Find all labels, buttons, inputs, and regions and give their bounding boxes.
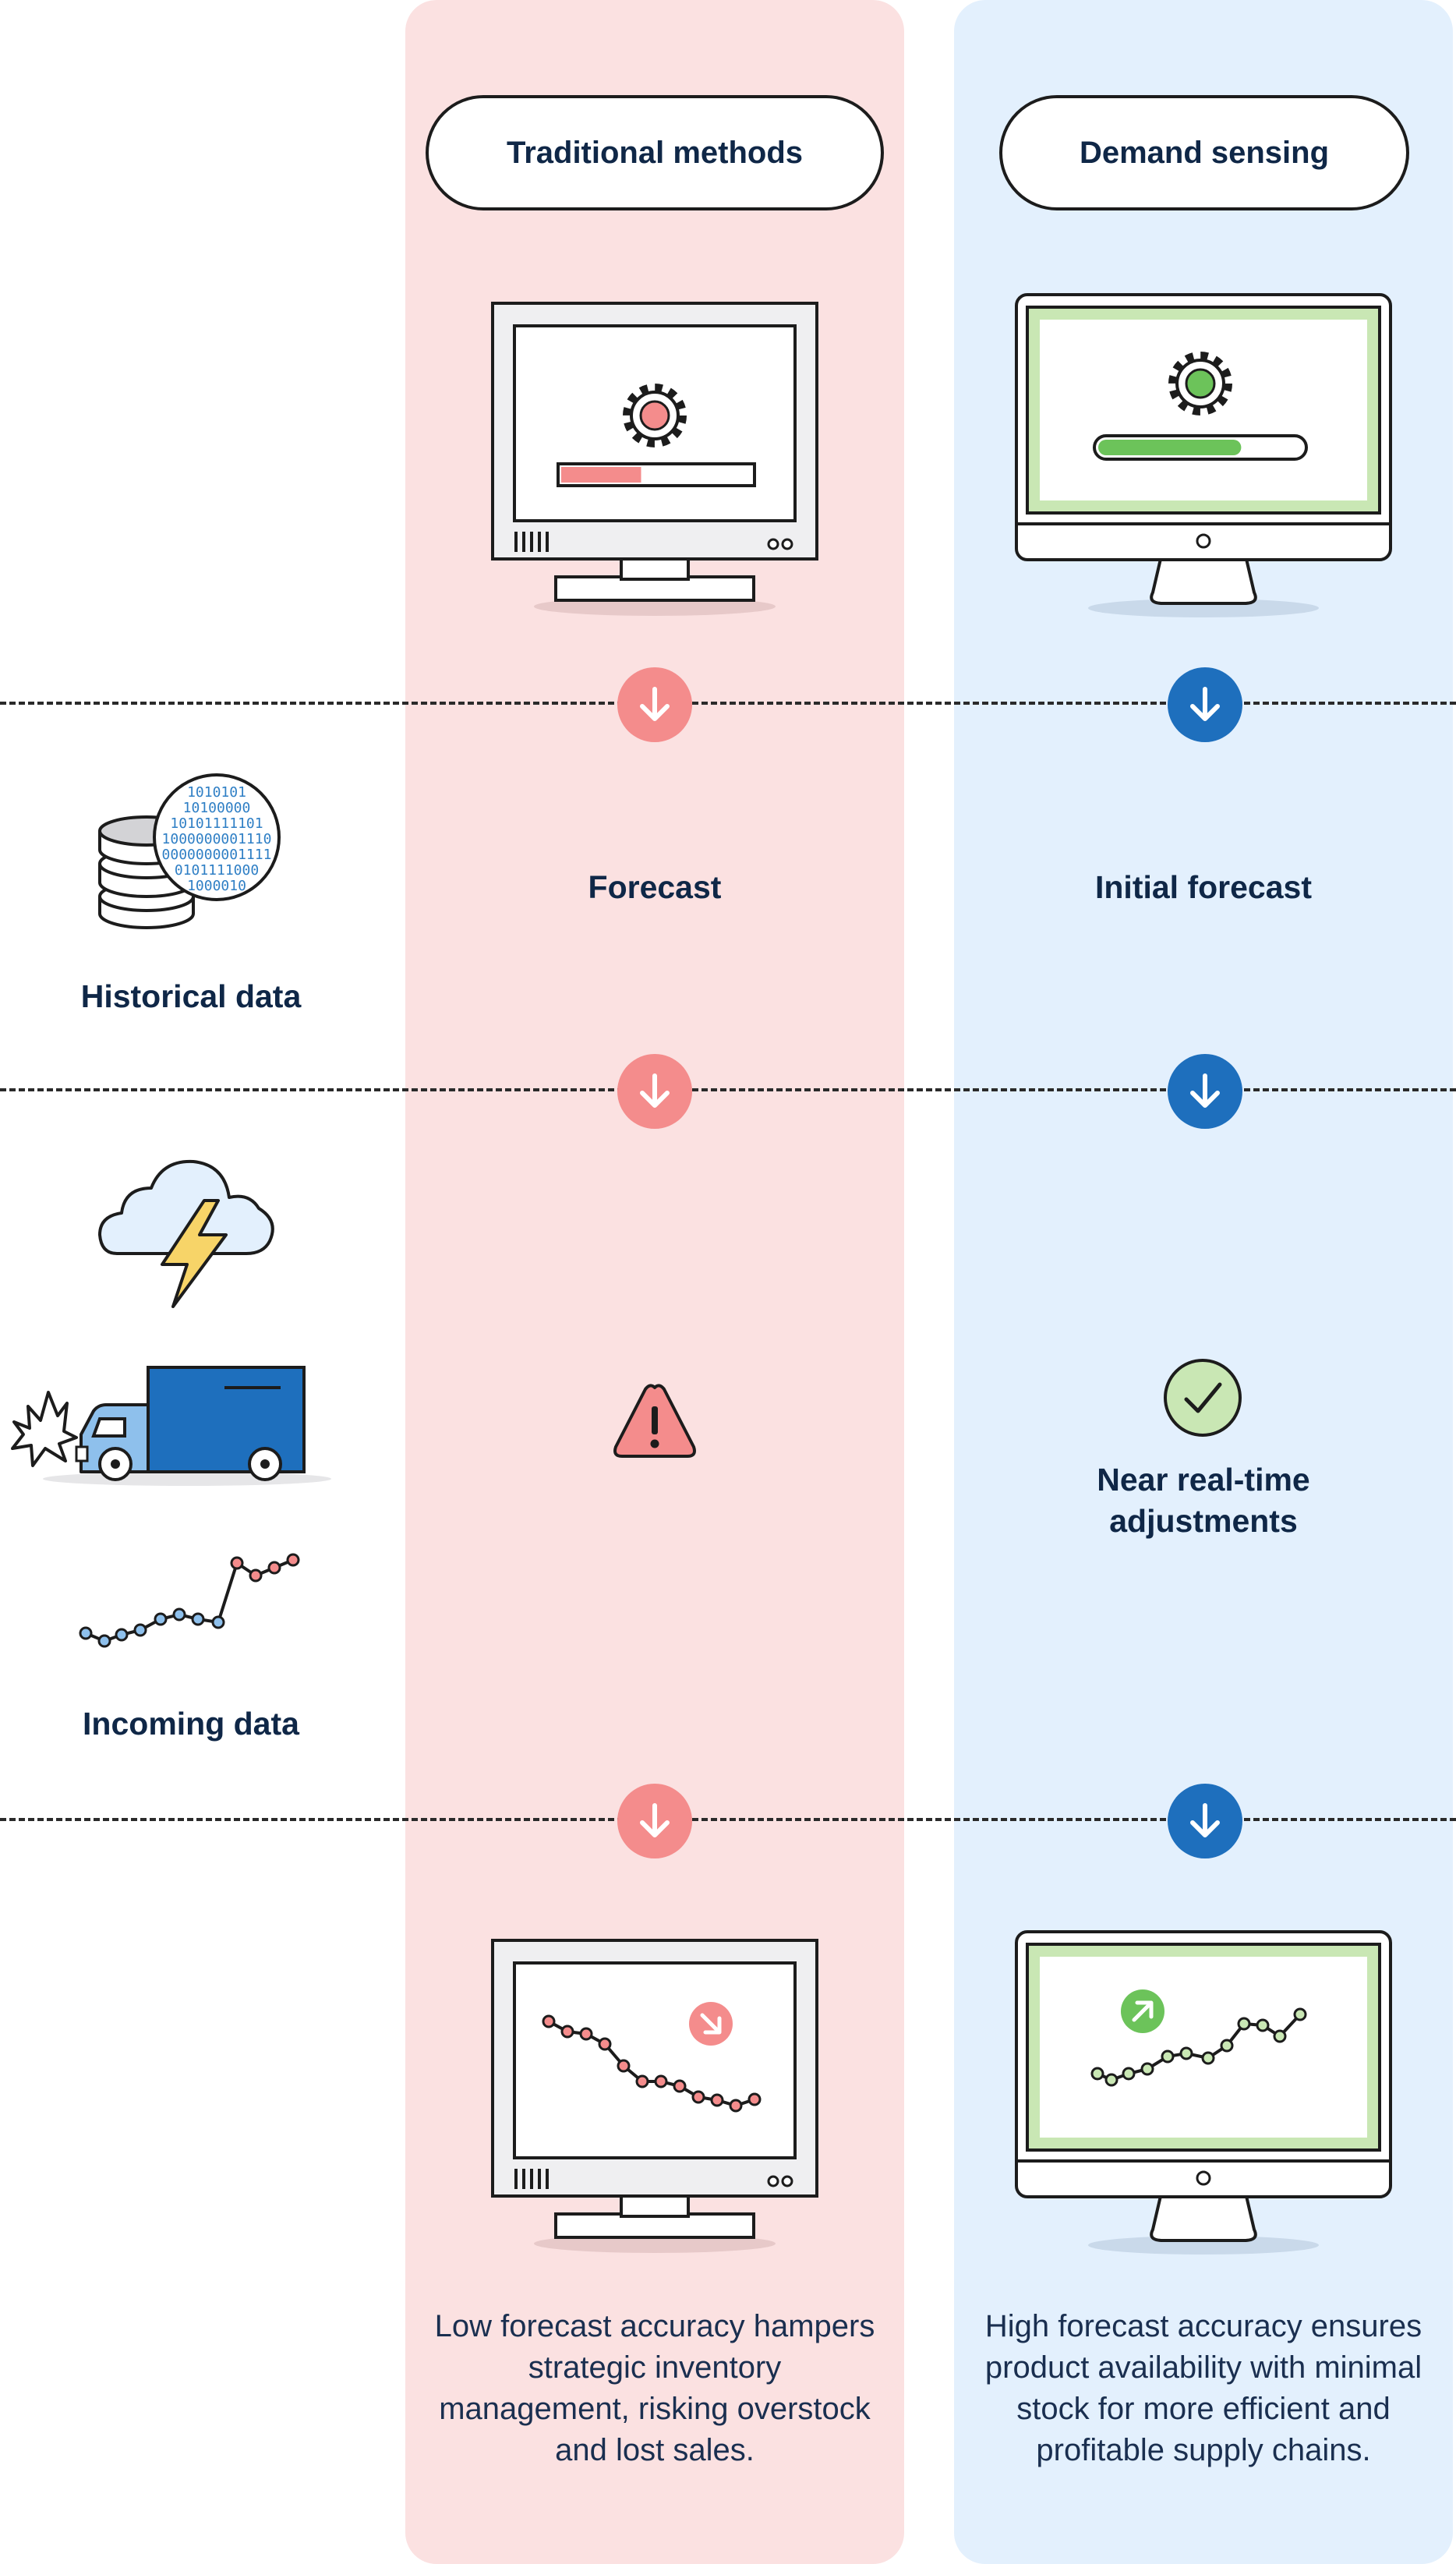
arrow-down-icon [1168,1054,1242,1129]
arrow-down-icon [617,1784,692,1858]
monitor-icon-demand-sensing-result [1015,1930,1392,2255]
binary-row: 1000000001110 [162,831,272,847]
binary-row: 10101111101 [170,815,263,832]
monitor-icon-demand-sensing [1015,293,1392,617]
warning-icon [613,1384,696,1458]
arrow-down-icon [617,667,692,742]
separator-1 [0,702,1456,705]
binary-row: 1010101 [187,784,246,801]
adjustments-label: Near real-time adjustments [1097,1462,1310,1539]
incoming-data-label: Incoming data [83,1706,299,1742]
progress-bar [557,462,756,487]
demand-sensing-header: Demand sensing [999,95,1409,210]
binary-row: 0000000001111 [162,847,272,863]
monitor-icon-traditional-result [491,1939,818,2253]
line-chart-icon [79,1553,300,1648]
database-icon: 1010101101000001010111110110000000011100… [98,773,281,929]
traditional-header: Traditional methods [426,95,884,210]
trend-up-icon [1121,1989,1164,2033]
gear-icon [623,384,687,447]
binary-row: 1000010 [187,878,246,894]
binary-row: 0101111000 [175,862,259,879]
arrow-down-icon [1168,667,1242,742]
check-circle-icon [1164,1359,1242,1437]
separator-2 [0,1088,1456,1091]
demand-sensing-conclusion: High forecast accuracy ensures product a… [984,2309,1422,2467]
historical-data-label: Historical data [80,978,302,1014]
forecast-label: Forecast [588,869,722,905]
arrow-down-icon [1168,1784,1242,1858]
separator-3 [0,1818,1456,1821]
monitor-icon-traditional [491,302,818,616]
traditional-conclusion: Low forecast accuracy hampers strategic … [434,2309,875,2467]
initial-forecast-label: Initial forecast [1095,869,1312,905]
truck-crash-icon [11,1366,331,1486]
gear-icon [1168,352,1232,416]
arrow-down-icon [617,1054,692,1129]
binary-row: 10100000 [183,800,251,816]
storm-cloud-icon [98,1159,274,1308]
trend-down-icon [689,2002,733,2046]
progress-bar [1093,434,1308,461]
